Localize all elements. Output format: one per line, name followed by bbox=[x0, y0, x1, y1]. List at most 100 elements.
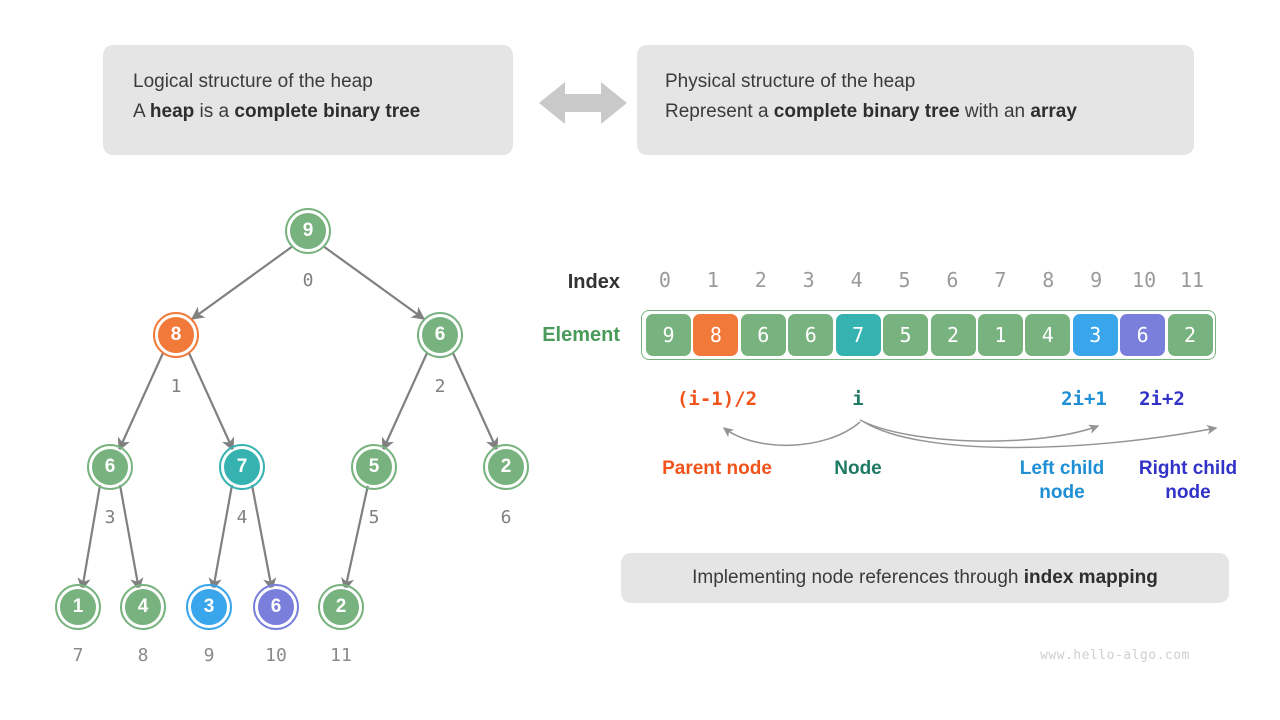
physical-caption-mid: with an bbox=[959, 101, 1031, 122]
tree-node-11: 2 bbox=[318, 584, 364, 630]
tree-node-value: 6 bbox=[434, 324, 446, 345]
logical-caption-mid: is a bbox=[194, 101, 235, 122]
parent-node-role-line-1: Parent node bbox=[662, 458, 772, 479]
parent-node-role-label: Parent node bbox=[653, 457, 781, 481]
node-formula: i bbox=[852, 388, 864, 410]
element-row-label: Element bbox=[542, 324, 620, 346]
watermark: www.hello-algo.com bbox=[1040, 648, 1190, 663]
tree-node-10: 6 bbox=[253, 584, 299, 630]
array-index-0: 0 bbox=[658, 268, 671, 292]
tree-leaf-index-11: 11 bbox=[330, 645, 352, 666]
logical-caption-line-2: A heap is a complete binary tree bbox=[133, 97, 513, 127]
tree-node-value: 9 bbox=[302, 220, 314, 241]
array-index-5: 5 bbox=[898, 268, 911, 292]
array-index-7: 7 bbox=[994, 268, 1007, 292]
array-index-10: 10 bbox=[1132, 268, 1157, 292]
array-cell-10: 6 bbox=[1120, 314, 1166, 356]
tree-node-value: 4 bbox=[137, 596, 149, 617]
tree-edge-index-2: 2 bbox=[434, 376, 446, 397]
footer-caption-line: Implementing node references through ind… bbox=[692, 563, 1158, 593]
array-cell-9: 3 bbox=[1072, 314, 1118, 356]
array-cell-3: 6 bbox=[788, 314, 834, 356]
parent-formula: (i-1)/2 bbox=[676, 388, 758, 410]
tree-edge-index-5: 5 bbox=[368, 507, 380, 528]
left-child-role-line-1: Left child bbox=[1019, 458, 1105, 479]
tree-node-6: 2 bbox=[483, 444, 529, 490]
tree-node-value: 2 bbox=[500, 456, 512, 477]
tree-node-value: 7 bbox=[236, 456, 248, 477]
array-cell-6: 2 bbox=[930, 314, 976, 356]
physical-caption-pre: Represent a bbox=[665, 101, 774, 122]
tree-leaf-index-7: 7 bbox=[72, 645, 84, 666]
array-cell-5: 5 bbox=[883, 314, 929, 356]
tree-node-value: 2 bbox=[335, 596, 347, 617]
tree-node-0: 9 bbox=[285, 208, 331, 254]
right-child-role-label: Right child node bbox=[1126, 457, 1250, 505]
physical-structure-caption-box: Physical structure of the heap Represent… bbox=[637, 45, 1194, 155]
array-index-3: 3 bbox=[802, 268, 815, 292]
left-child-role-label: Left child node bbox=[1000, 457, 1124, 505]
array-cell-7: 1 bbox=[977, 314, 1023, 356]
array-index-row: 0 1 2 3 4 5 6 7 8 9 10 11 bbox=[641, 268, 1216, 296]
tree-node-4: 7 bbox=[219, 444, 265, 490]
tree-node-2: 6 bbox=[417, 312, 463, 358]
tree-node-value: 3 bbox=[203, 596, 215, 617]
index-mapping-caption-box: Implementing node references through ind… bbox=[621, 553, 1229, 603]
node-role-label: Node bbox=[818, 457, 898, 481]
logical-caption-pre: A bbox=[133, 101, 150, 122]
array-index-2: 2 bbox=[754, 268, 767, 292]
array-cell-2: 6 bbox=[740, 314, 786, 356]
tree-node-5: 5 bbox=[351, 444, 397, 490]
footer-caption-pre: Implementing node references through bbox=[692, 567, 1024, 588]
index-row-label: Index bbox=[567, 271, 620, 293]
tree-leaf-index-10: 10 bbox=[265, 645, 287, 666]
physical-caption-line-1: Physical structure of the heap bbox=[665, 71, 916, 92]
array-cell-11: 2 bbox=[1167, 314, 1213, 356]
footer-caption-bold: index mapping bbox=[1023, 567, 1158, 588]
array-index-11: 11 bbox=[1179, 268, 1205, 292]
node-role-line-1: Node bbox=[834, 458, 882, 479]
array-index-9: 9 bbox=[1090, 268, 1103, 292]
tree-edge-index-1: 1 bbox=[170, 376, 182, 397]
tree-leaf-index-8: 8 bbox=[137, 645, 149, 666]
right-child-formula: 2i+2 bbox=[1139, 388, 1185, 410]
physical-caption-bold-1: complete binary tree bbox=[773, 101, 960, 122]
physical-caption-bold-2: array bbox=[1030, 101, 1077, 122]
tree-node-3: 6 bbox=[87, 444, 133, 490]
array-cell-0: 9 bbox=[646, 314, 691, 356]
array-cell-4: 7 bbox=[835, 314, 881, 356]
array-cell-1: 8 bbox=[693, 314, 739, 356]
physical-caption-line-2: Represent a complete binary tree with an… bbox=[665, 97, 1194, 127]
array-index-1: 1 bbox=[706, 268, 719, 292]
double-arrow-icon bbox=[535, 78, 631, 128]
tree-edge-index-4: 4 bbox=[236, 507, 248, 528]
array-cell-8: 4 bbox=[1025, 314, 1071, 356]
left-child-formula: 2i+1 bbox=[1061, 388, 1107, 410]
logical-caption-bold-1: heap bbox=[149, 101, 195, 122]
tree-node-value: 5 bbox=[368, 456, 380, 477]
left-child-role-line-2: node bbox=[1039, 482, 1085, 503]
array-index-8: 8 bbox=[1042, 268, 1055, 292]
array-index-6: 6 bbox=[946, 268, 959, 292]
tree-edge-index-0: 0 bbox=[302, 270, 314, 291]
tree-node-value: 1 bbox=[72, 596, 84, 617]
index-mapping-arrows bbox=[620, 400, 1240, 470]
tree-node-1: 8 bbox=[153, 312, 199, 358]
tree-node-value: 6 bbox=[270, 596, 282, 617]
tree-node-value: 8 bbox=[170, 324, 182, 345]
tree-edge-index-3: 3 bbox=[104, 507, 116, 528]
logical-structure-caption-box: Logical structure of the heap A heap is … bbox=[103, 45, 513, 155]
array-index-4: 4 bbox=[850, 268, 863, 292]
right-child-role-line-2: node bbox=[1165, 482, 1211, 503]
tree-node-7: 1 bbox=[55, 584, 101, 630]
right-child-role-line-1: Right child bbox=[1138, 458, 1238, 479]
logical-caption-line-1: Logical structure of the heap bbox=[133, 71, 373, 92]
logical-caption-bold-2: complete binary tree bbox=[234, 101, 421, 122]
tree-node-8: 4 bbox=[120, 584, 166, 630]
tree-edges bbox=[77, 245, 499, 592]
